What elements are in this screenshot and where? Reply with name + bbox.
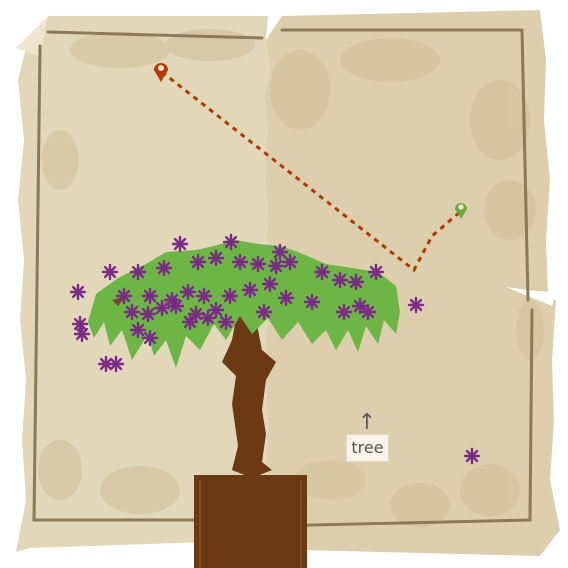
map-border-right: [268, 28, 534, 528]
star-flower-icon: [129, 321, 147, 339]
star-flower-icon: [221, 287, 239, 305]
star-flower-icon: [231, 253, 249, 271]
star-flower-icon: [69, 283, 87, 301]
star-flower-icon: [101, 263, 119, 281]
star-flower-icon: [351, 297, 369, 315]
star-flower-icon: [271, 243, 289, 261]
star-flower-icon: [141, 287, 159, 305]
map-pin-icon: [455, 203, 467, 219]
star-flower-icon: [207, 249, 225, 267]
star-flower-icon: [217, 313, 235, 331]
star-flower-icon: [303, 293, 321, 311]
star-flower-icon: [167, 297, 185, 315]
star-flower-icon: [281, 253, 299, 271]
star-flower-icon: [123, 303, 141, 321]
star-flower-icon: [313, 263, 331, 281]
star-flower-icon: [261, 275, 279, 293]
star-flower-icon: [141, 329, 159, 347]
star-flower-icon: [115, 287, 133, 305]
star-flower-icon: [155, 259, 173, 277]
star-flower-icon: [97, 355, 115, 373]
star-flower-icon: [195, 287, 213, 305]
star-flower-icon: [249, 255, 267, 273]
star-flower-icon: [187, 305, 205, 323]
label-arrow-icon: ↑: [357, 410, 377, 435]
star-flower-icon: [267, 257, 285, 275]
star-flower-icon: [181, 313, 199, 331]
star-flower-icon: [241, 281, 259, 299]
star-flower-icon: [171, 235, 189, 253]
star-flower-icon: [463, 447, 481, 465]
star-flower-icon: [153, 299, 171, 317]
map-tear: [506, 287, 556, 306]
star-flower-icon: [129, 263, 147, 281]
map-border-left: [32, 30, 264, 522]
star-flower-icon: [331, 271, 349, 289]
star-flower-icon: [347, 273, 365, 291]
treasure-route: [161, 70, 461, 273]
star-flower-icon: [367, 263, 385, 281]
star-flower-icon: [139, 305, 157, 323]
star-flower-icon: [255, 303, 273, 321]
star-flower-icon: [359, 303, 377, 321]
tree-label: tree: [346, 434, 389, 462]
map-pin-icon: [154, 63, 168, 82]
star-flower-icon: [222, 233, 240, 251]
tree-trunk: [222, 300, 276, 478]
star-flower-icon: [277, 289, 295, 307]
star-flower-icon: [335, 303, 353, 321]
star-flower-icon: [71, 315, 89, 333]
star-flower-icon: [407, 296, 425, 314]
star-flower-icon: [199, 309, 217, 327]
flowers: [69, 233, 481, 465]
star-flower-icon: [73, 325, 91, 343]
tree-pot: [194, 475, 307, 568]
star-flower-icon: [107, 355, 125, 373]
star-flower-icon: [179, 283, 197, 301]
star-flower-icon: [207, 301, 225, 319]
map-stains: [38, 29, 544, 527]
star-flower-icon: [189, 253, 207, 271]
